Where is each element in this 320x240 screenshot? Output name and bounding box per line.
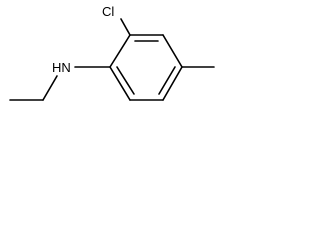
amine-atom-label: HN — [52, 60, 71, 75]
ring-bond-c6-c1 — [109, 66, 131, 101]
bond-ring-to-chlorine — [120, 18, 131, 36]
benzene-ring — [109, 34, 183, 101]
ring-double-bond-c4-c5 — [158, 66, 176, 95]
ring-bond-c4-c5 — [162, 66, 183, 101]
ring-bond-c1-c2 — [109, 34, 131, 68]
bond-nitrogen-to-ethyl — [42, 75, 58, 101]
chlorine-atom-label: Cl — [102, 4, 114, 19]
ring-bond-c3-c4 — [162, 34, 183, 68]
chemical-structure-diagram: Cl HN — [9, 4, 215, 101]
ring-double-bond-c6-c1 — [116, 66, 135, 95]
